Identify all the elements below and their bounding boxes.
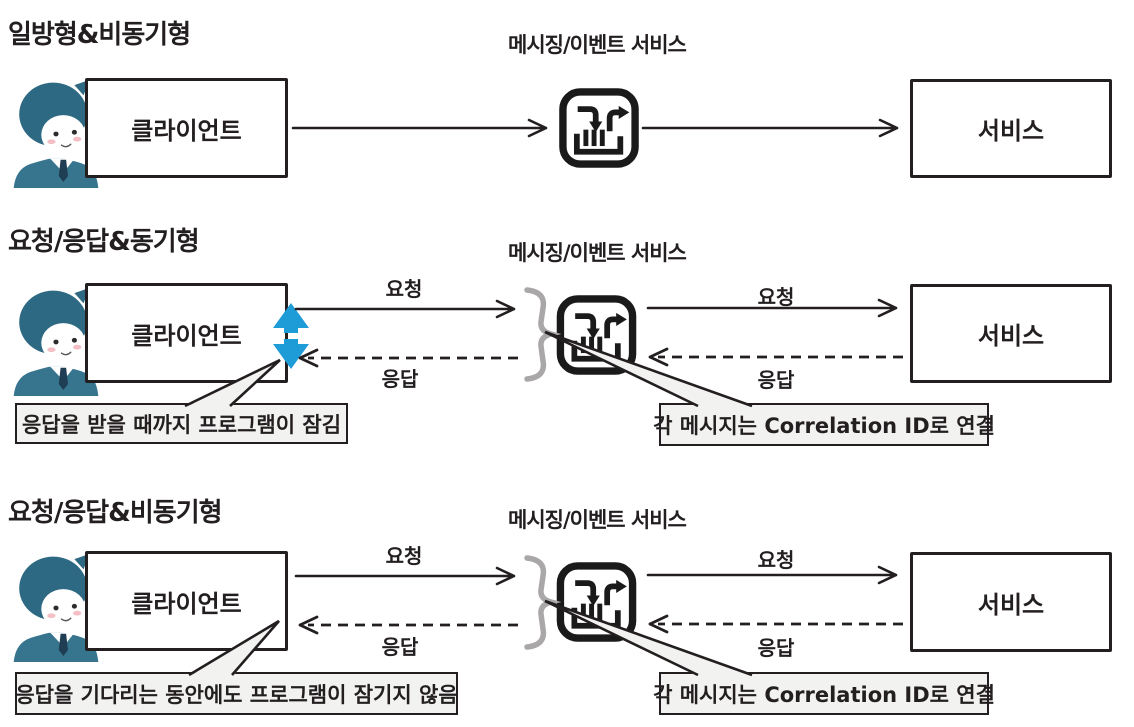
client-box-3: 클라이언트 [85,551,288,651]
request-label-left-3: 요청 [385,544,423,568]
response-label-right-3: 응답 [757,636,795,660]
service-label-1: 서비스 [977,117,1045,145]
section3-middle-label: 메시징/이벤트 서비스 [508,508,687,532]
curly-brace-icon [524,287,562,650]
client-user-icon [13,288,99,396]
client-box-1: 클라이언트 [85,78,288,178]
client-user-icon [13,80,99,188]
response-label-left-3: 응답 [381,635,419,659]
request-label-right-2: 요청 [757,285,795,309]
request-label-left-2: 요청 [385,277,423,301]
section2-middle-label: 메시징/이벤트 서비스 [508,241,687,265]
client-label-2: 클라이언트 [131,321,242,350]
message-queue-icon-3 [556,562,637,642]
blocking-double-arrow-icon [273,303,309,369]
section3-title: 요청/응답&비동기형 [8,498,223,528]
request-label-right-3: 요청 [757,548,795,572]
callout-correlation-id-3: 각 메시지는 Correlation ID로 연결 [653,672,995,715]
section1-middle-label: 메시징/이벤트 서비스 [508,33,687,57]
section1-title: 일방형&비동기형 [8,20,191,50]
client-label-1: 클라이언트 [131,116,242,145]
client-box-2: 클라이언트 [85,283,288,383]
callout-program-blocked: 응답을 받을 때까지 프로그램이 잠김 [15,403,348,444]
service-label-3: 서비스 [977,590,1045,619]
service-label-2: 서비스 [977,322,1045,350]
service-box-1: 서비스 [910,79,1112,178]
client-label-3: 클라이언트 [131,589,242,618]
callout-correlation-id-2: 각 메시지는 Correlation ID로 연결 [653,403,995,446]
service-box-2: 서비스 [910,284,1112,383]
response-label-right-2: 응답 [757,368,795,392]
section2-title: 요청/응답&동기형 [8,227,200,257]
service-box-3: 서비스 [910,552,1112,652]
response-label-left-2: 응답 [381,367,419,391]
message-queue-icon-1 [559,88,639,168]
message-queue-icon-2 [556,295,637,375]
callout-program-not-blocked: 응답을 기다리는 동안에도 프로그램이 잠기지 않음 [15,672,458,715]
